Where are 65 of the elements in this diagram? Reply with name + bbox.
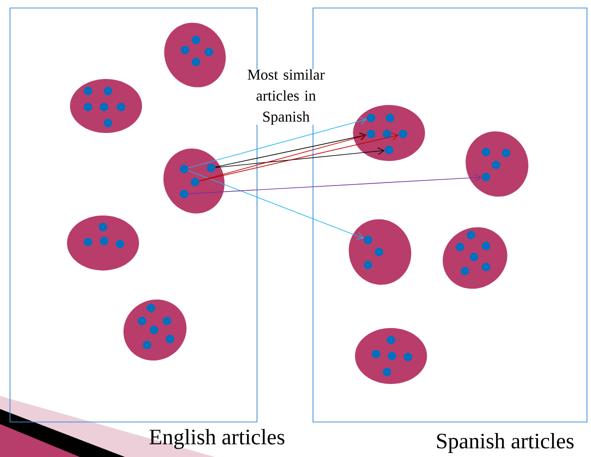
annotation-text: Most similar articles in Spanish: [236, 69, 336, 125]
article-dot: [372, 350, 380, 358]
article-dot: [100, 236, 108, 246]
cluster-ellipse: [164, 148, 225, 214]
article-dot: [180, 164, 188, 174]
cluster-ellipse: [442, 227, 508, 289]
article-dot: [138, 316, 146, 326]
cluster-ellipse: [355, 328, 427, 384]
article-dot: [84, 102, 92, 112]
arrow: [215, 132, 367, 168]
article-dot: [84, 238, 92, 246]
article-dot: [180, 190, 188, 198]
article-dot: [382, 130, 392, 138]
article-dot: [192, 58, 200, 66]
article-dot: [386, 114, 394, 122]
article-dot: [382, 368, 392, 376]
article-dot: [116, 102, 126, 112]
article-dot: [116, 240, 124, 248]
article-dot: [206, 164, 216, 172]
article-dot: [398, 130, 408, 138]
article-dot: [482, 242, 490, 250]
arrow: [188, 170, 364, 240]
article-dot: [502, 148, 510, 158]
article-dot: [190, 178, 200, 186]
article-dot: [98, 222, 108, 232]
article-dot: [142, 340, 152, 350]
article-dot: [192, 36, 200, 44]
arrow: [188, 117, 367, 168]
article-dot: [404, 352, 412, 362]
article-dot: [456, 242, 464, 252]
article-dot: [388, 352, 396, 360]
cluster-ellipse: [164, 22, 226, 88]
article-dot: [364, 260, 372, 270]
article-dot: [146, 304, 156, 312]
article-dot: [162, 316, 172, 326]
article-dot: [460, 266, 470, 276]
article-dot: [492, 160, 500, 170]
cluster-ellipse: [348, 219, 412, 285]
article-dot: [482, 172, 490, 182]
article-dot: [180, 46, 190, 54]
arrow: [215, 147, 385, 168]
article-dot: [204, 48, 214, 56]
article-dot: [104, 118, 112, 128]
article-dot: [84, 86, 92, 96]
article-dot: [386, 336, 396, 344]
article-dot: [366, 114, 376, 122]
panel-heading: English articles: [150, 429, 284, 449]
arrow: [188, 174, 482, 194]
cluster-ellipse: [67, 216, 139, 270]
cluster-ellipse: [466, 131, 528, 197]
article-dot: [364, 236, 372, 244]
article-dot: [466, 230, 476, 240]
article-dot: [482, 148, 490, 156]
article-dot: [366, 130, 376, 138]
article-dot: [166, 334, 174, 344]
arrow: [198, 133, 367, 182]
article-dot: [470, 252, 478, 262]
arrow: [199, 132, 399, 182]
article-dot: [384, 146, 394, 154]
article-dot: [482, 262, 490, 272]
article-dot: [104, 86, 112, 96]
article-dot: [374, 248, 384, 256]
article-dot: [100, 102, 108, 112]
panel-heading: Spanish articles: [437, 433, 574, 453]
article-dot: [150, 326, 158, 334]
